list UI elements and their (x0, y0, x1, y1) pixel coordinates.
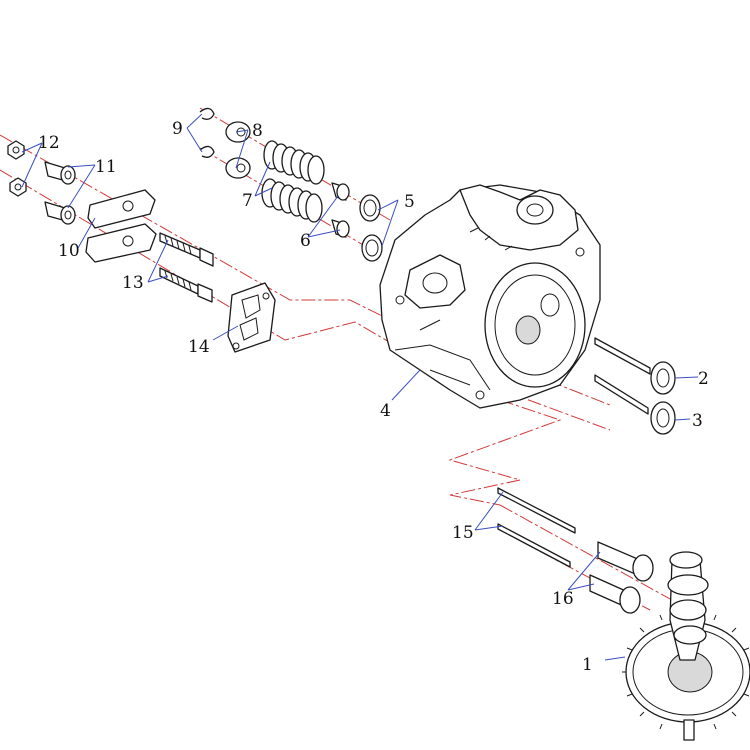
valve-spring-part-7 (261, 140, 325, 223)
guide-plate-part-14 (227, 282, 276, 353)
callout-6: 6 (300, 231, 311, 251)
valve-spring-lower (261, 178, 323, 223)
stud-part-13 (159, 232, 214, 303)
callout-leaders (21, 113, 699, 661)
callout-14: 14 (188, 337, 210, 357)
callout-9: 9 (172, 119, 183, 139)
callout-labels: 1 2 3 4 5 6 7 8 9 10 11 12 13 14 15 16 (38, 119, 709, 675)
callout-15: 15 (452, 523, 474, 543)
intake-valve-part-2 (594, 337, 676, 395)
tappet-part-16 (589, 541, 654, 614)
callout-16: 16 (552, 589, 574, 609)
nut-part-12 (7, 140, 27, 197)
callout-11: 11 (95, 157, 117, 177)
callout-2: 2 (698, 369, 709, 389)
bushing-part-11 (44, 161, 76, 225)
washer-part-5 (359, 194, 383, 262)
stem-seal-part-6 (331, 182, 350, 238)
callout-7: 7 (242, 191, 253, 211)
exhaust-valve-part-3 (594, 374, 676, 435)
clip-part-9 (199, 107, 215, 158)
callout-13: 13 (122, 273, 144, 293)
push-rod-part-15 (497, 487, 576, 568)
callout-5: 5 (404, 192, 415, 212)
valve-spring-upper (263, 140, 325, 185)
callout-4: 4 (380, 401, 391, 421)
cylinder-head-part-4 (379, 184, 601, 409)
callout-10: 10 (58, 241, 80, 261)
rocker-arm-part-10 (85, 189, 157, 263)
callout-3: 3 (692, 411, 703, 431)
assembly-centerlines (0, 107, 691, 611)
camshaft-part-1 (622, 551, 750, 741)
callout-8: 8 (252, 121, 263, 141)
callout-12: 12 (38, 133, 60, 153)
callout-1: 1 (582, 655, 593, 675)
